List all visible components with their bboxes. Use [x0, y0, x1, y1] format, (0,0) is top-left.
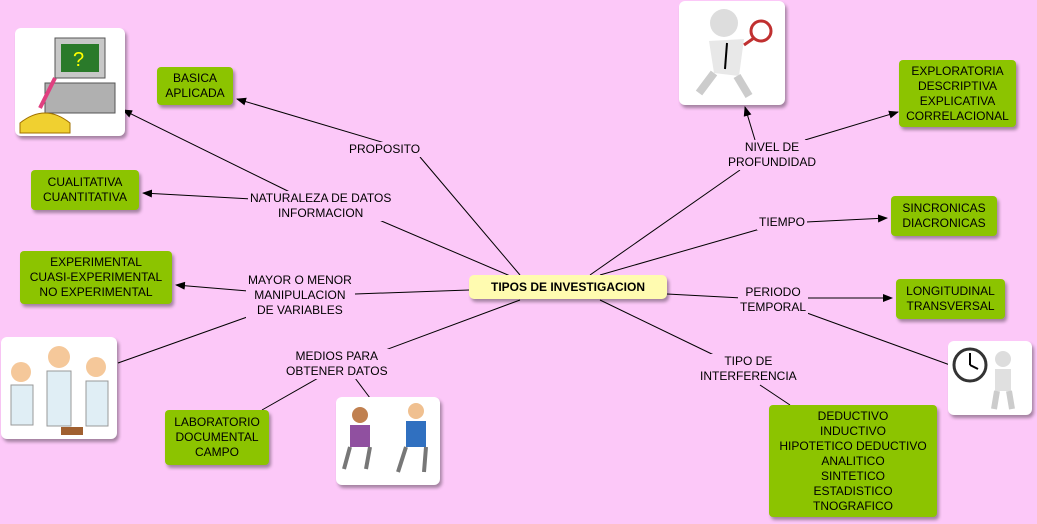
researcher-magnifier-icon	[679, 1, 785, 105]
central-topic: TIPOS DE INVESTIGACION	[469, 275, 667, 299]
scientists-lab-icon	[1, 337, 117, 439]
svg-text:?: ?	[73, 49, 84, 71]
label-proposito: PROPOSITO	[347, 142, 423, 157]
clock-person-icon	[948, 341, 1032, 415]
label-tiempo: TIEMPO	[757, 215, 808, 230]
computer-question-icon: ?	[15, 28, 125, 136]
interview-people-icon	[336, 397, 440, 485]
